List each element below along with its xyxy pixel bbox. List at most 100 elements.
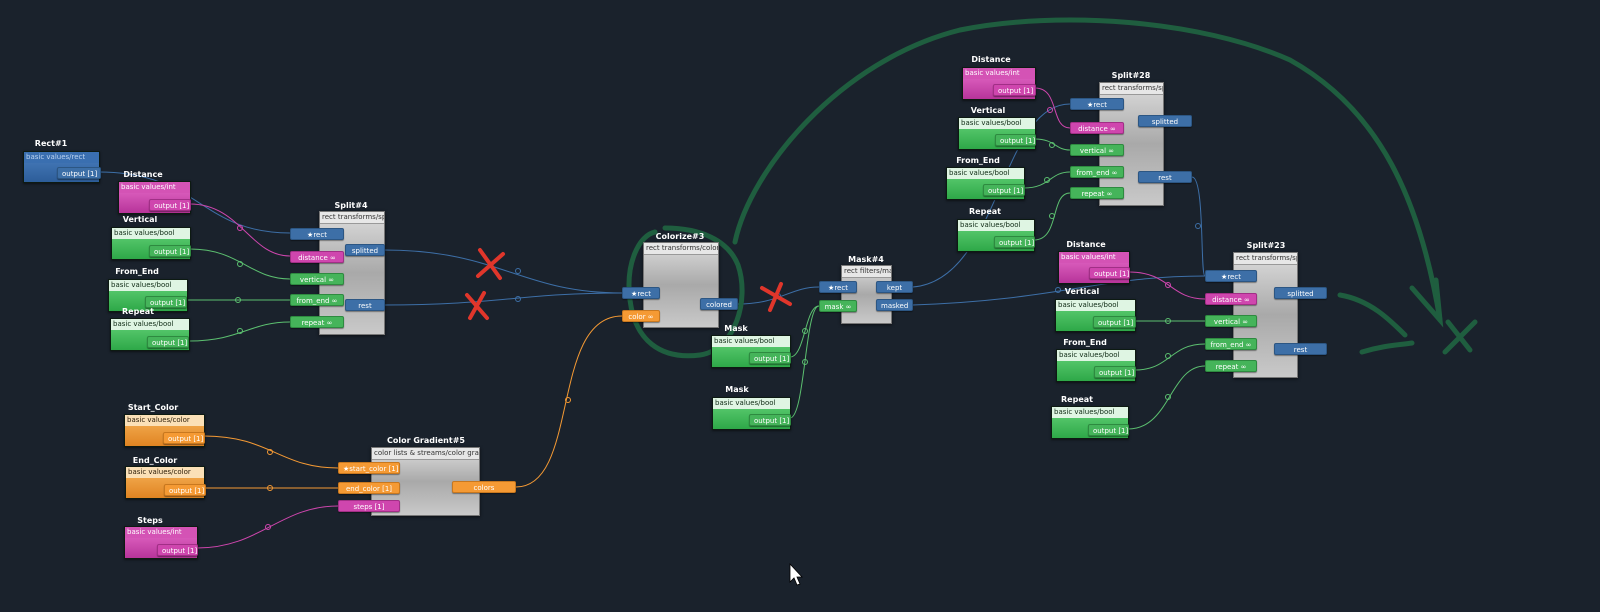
port-output[interactable]: output [1] [1093, 316, 1136, 328]
wire-dist-b-split28-distance [1034, 87, 1071, 129]
port-in-from-end[interactable]: from_end ∞ [1070, 166, 1124, 178]
node-distance-int[interactable]: basic values/int output [1] [1058, 251, 1130, 284]
node-subtitle: basic values/int [125, 527, 197, 538]
port-in-end-color[interactable]: end_color [1] [338, 482, 400, 494]
node-rect1[interactable]: basic values/rect output [1] [23, 151, 101, 183]
port-output[interactable]: output [1] [995, 134, 1036, 146]
port-output[interactable]: output [1] [149, 199, 191, 211]
port-output[interactable]: output [1] [1088, 424, 1129, 436]
port-output[interactable]: output [1] [749, 352, 791, 364]
node-from-end-bool[interactable]: basic values/bool output [1] [1056, 349, 1136, 382]
node-title-mask4: Mask#4 [848, 255, 884, 264]
port-in-rect[interactable]: ★rect [819, 281, 857, 293]
port-out-colors[interactable]: colors [452, 481, 516, 493]
port-in-color[interactable]: color ∞ [622, 310, 660, 322]
wire-startcolor-gradient [203, 435, 339, 469]
node-vertical-bool[interactable]: basic values/bool output [1] [1055, 299, 1136, 332]
node-subtitle: basic values/bool [111, 319, 189, 330]
port-output[interactable]: output [1] [994, 236, 1035, 248]
port-in-distance[interactable]: distance ∞ [1070, 122, 1124, 134]
node-subtitle: basic values/bool [713, 398, 790, 409]
port-in-distance[interactable]: distance ∞ [290, 251, 344, 263]
node-title-colorize3: Colorize#3 [655, 232, 705, 241]
wire-steps-gradient [196, 505, 339, 549]
node-mask4[interactable]: rect filters/mask [841, 265, 892, 324]
node-mask-bool[interactable]: basic values/bool output [1] [711, 335, 791, 368]
node-repeat-bool[interactable]: basic values/bool output [1] [110, 318, 190, 351]
node-subtitle: basic values/rect [24, 152, 99, 163]
port-in-mask[interactable]: mask ∞ [819, 300, 857, 312]
port-output[interactable]: output [1] [1094, 366, 1136, 378]
port-in-from-end[interactable]: from_end ∞ [1205, 338, 1257, 350]
port-in-repeat[interactable]: repeat ∞ [1070, 187, 1124, 199]
port-in-vertical[interactable]: vertical ∞ [290, 273, 344, 285]
node-title-rect1: Rect#1 [34, 139, 68, 148]
node-title-distance: Distance [123, 170, 163, 179]
port-output[interactable]: output [1] [149, 245, 191, 257]
node-subtitle: rect filters/mask [842, 266, 891, 278]
port-in-vertical[interactable]: vertical ∞ [1205, 315, 1257, 327]
annotation-green-strokes [626, 17, 1478, 359]
node-from-end-bool[interactable]: basic values/bool output [1] [946, 167, 1025, 200]
node-steps-int[interactable]: basic values/int output [1] [124, 526, 198, 559]
port-in-repeat[interactable]: repeat ∞ [290, 316, 344, 328]
port-out-splitted[interactable]: splitted [1138, 115, 1192, 127]
node-subtitle: basic values/bool [112, 228, 190, 239]
port-out-rest[interactable]: rest [1138, 171, 1192, 183]
wire-fromend-b-split28-from-end [1023, 171, 1071, 189]
wire-mask-b-mask4-mask [789, 305, 820, 419]
node-title-end-color: End_Color [132, 456, 178, 465]
node-title-vertical: Vertical [1064, 287, 1100, 296]
node-repeat-bool[interactable]: basic values/bool output [1] [957, 219, 1035, 252]
wire-repeat-a-split4-repeat [188, 321, 291, 342]
node-mask-bool[interactable]: basic values/bool output [1] [712, 397, 791, 430]
node-subtitle: basic values/int [119, 182, 190, 193]
port-in-rect[interactable]: ★rect [1070, 98, 1124, 110]
port-in-from-end[interactable]: from_end ∞ [290, 294, 344, 306]
port-out-rest[interactable]: rest [345, 299, 385, 311]
node-title-vertical: Vertical [970, 106, 1006, 115]
port-in-rect[interactable]: ★rect [622, 287, 660, 299]
port-output[interactable]: output [1] [1089, 267, 1130, 279]
wire-fromend-c-split23-from-end [1134, 343, 1206, 371]
node-subtitle: basic values/int [1059, 252, 1129, 263]
port-in-steps[interactable]: steps [1] [338, 500, 400, 512]
node-end-color[interactable]: basic values/color output [1] [125, 466, 206, 499]
port-output[interactable]: output [1] [145, 296, 187, 308]
port-out-masked[interactable]: masked [876, 299, 913, 311]
node-vertical-bool[interactable]: basic values/bool output [1] [111, 227, 191, 260]
port-out-splitted[interactable]: splitted [345, 244, 385, 256]
port-out-kept[interactable]: kept [876, 281, 913, 293]
port-out-rest[interactable]: rest [1274, 343, 1327, 355]
port-in-vertical[interactable]: vertical ∞ [1070, 144, 1124, 156]
node-subtitle: color lists & streams/color gradient [372, 448, 479, 460]
port-output[interactable]: output [1] [164, 484, 206, 496]
port-in-start-color[interactable]: ★start_color [1] [338, 462, 400, 474]
node-subtitle: rect transforms/split [1100, 83, 1163, 95]
port-output[interactable]: output [1] [57, 167, 101, 179]
port-in-distance[interactable]: distance ∞ [1205, 293, 1257, 305]
port-out-colored[interactable]: colored [700, 298, 738, 310]
node-subtitle: basic values/bool [1057, 350, 1135, 361]
port-output[interactable]: output [1] [163, 432, 205, 444]
port-output[interactable]: output [1] [749, 414, 791, 426]
port-output[interactable]: output [1] [993, 84, 1036, 96]
node-distance-int[interactable]: basic values/int output [1] [118, 181, 191, 214]
node-start-color[interactable]: basic values/color output [1] [124, 414, 205, 447]
node-distance-int[interactable]: basic values/int output [1] [962, 67, 1036, 100]
node-subtitle: basic values/bool [958, 220, 1034, 231]
wire-gradient-colorize-color [515, 315, 623, 488]
node-vertical-bool[interactable]: basic values/bool output [1] [958, 117, 1036, 150]
node-title-mask: Mask [725, 385, 749, 394]
node-from-end-bool[interactable]: basic values/bool output [1] [108, 279, 188, 312]
port-output[interactable]: output [1] [157, 544, 198, 556]
node-subtitle: basic values/bool [947, 168, 1024, 179]
port-in-repeat[interactable]: repeat ∞ [1205, 360, 1257, 372]
port-output[interactable]: output [1] [147, 336, 189, 348]
port-output[interactable]: output [1] [983, 184, 1025, 196]
port-in-rect[interactable]: ★rect [1205, 270, 1257, 282]
port-in-rect[interactable]: ★rect [290, 228, 344, 240]
node-repeat-bool[interactable]: basic values/bool output [1] [1051, 406, 1129, 439]
port-out-splitted[interactable]: splitted [1274, 287, 1327, 299]
